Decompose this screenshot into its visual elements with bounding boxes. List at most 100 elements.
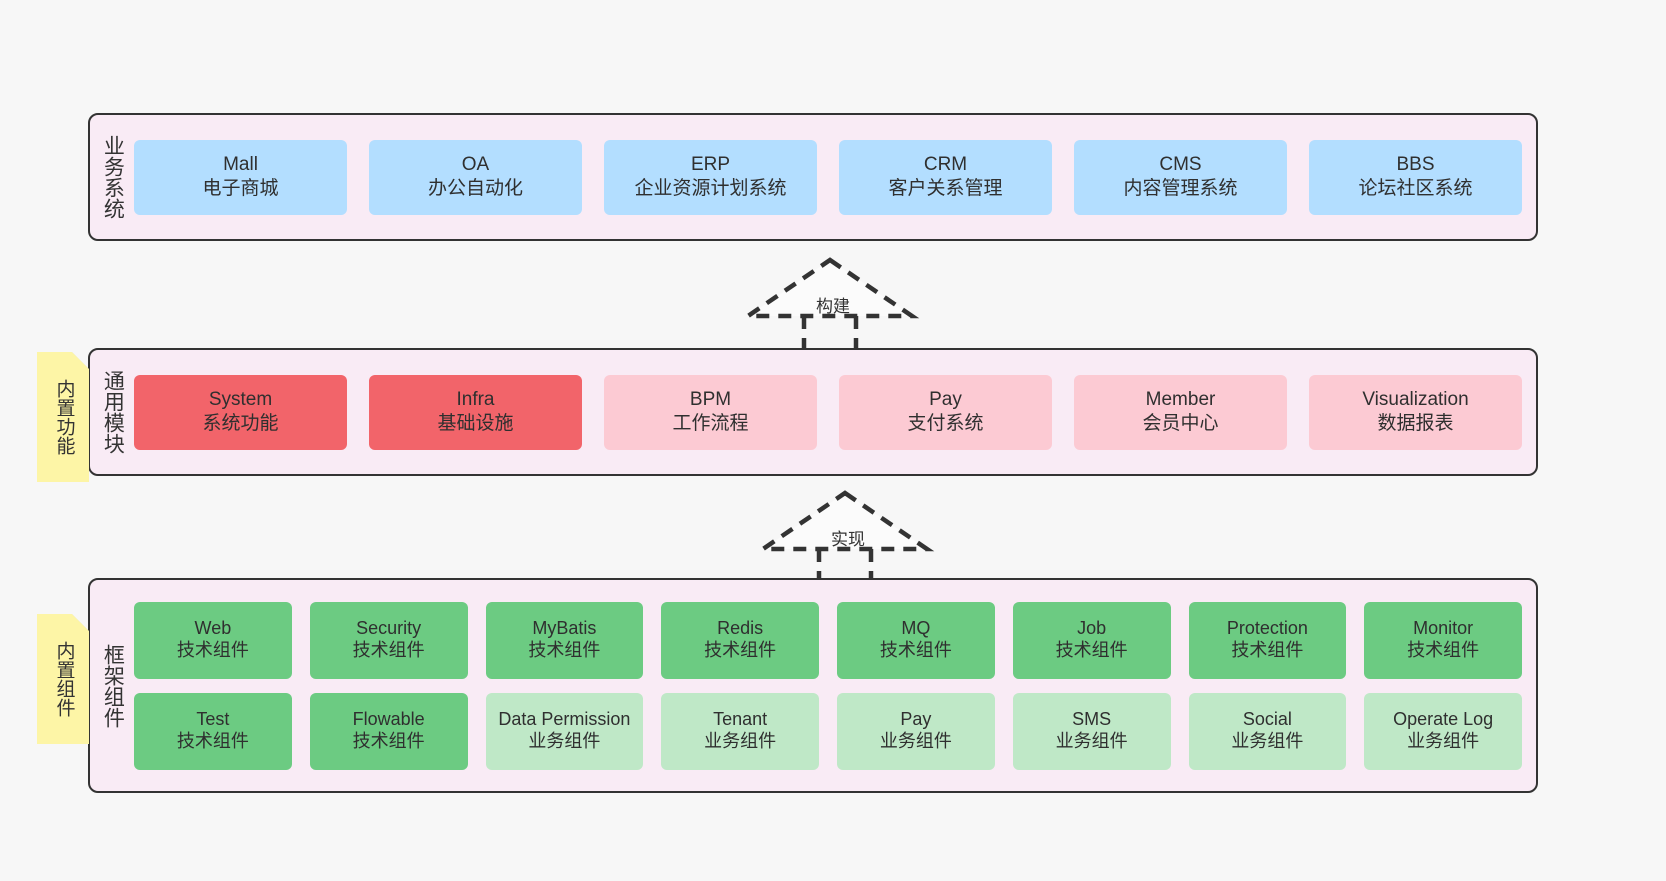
box-title: Redis (717, 618, 764, 639)
box-mybatis[interactable]: MyBatis 技术组件 (485, 601, 644, 679)
box-subtitle: 办公自动化 (427, 178, 523, 199)
layer-framework-components: 框架组件 Web 技术组件 Security 技术组件 MyBatis 技术组件… (88, 578, 1538, 793)
box-redis[interactable]: Redis 技术组件 (661, 601, 819, 679)
box-bbs[interactable]: BBS 论坛社区系统 (1309, 139, 1522, 215)
box-subtitle: 技术组件 (176, 731, 249, 751)
box-subtitle: 系统功能 (202, 413, 279, 434)
box-title: SMS (1072, 709, 1112, 730)
box-title: Protection (1226, 618, 1308, 639)
box-title: ERP (690, 153, 731, 175)
box-title: Tenant (713, 709, 768, 730)
box-title: CRM (923, 153, 968, 175)
note-label: 内置功能 (53, 379, 75, 455)
box-pay-component[interactable]: Pay 业务组件 (837, 692, 995, 770)
box-mall[interactable]: Mall 电子商城 (134, 139, 347, 215)
box-subtitle: 业务组件 (1231, 731, 1304, 751)
box-subtitle: 技术组件 (704, 640, 777, 660)
box-bpm[interactable]: BPM 工作流程 (604, 374, 817, 450)
box-subtitle: 基础设施 (437, 413, 514, 434)
layer-body-common-modules: System 系统功能 Infra 基础设施 BPM 工作流程 Pay 支付系统… (134, 350, 1536, 474)
box-erp[interactable]: ERP 企业资源计划系统 (604, 139, 817, 215)
box-subtitle: 技术组件 (879, 640, 952, 660)
box-web[interactable]: Web 技术组件 (134, 601, 292, 679)
box-data-permission[interactable]: Data Permission 业务组件 (485, 692, 644, 770)
box-subtitle: 支付系统 (907, 413, 984, 434)
box-title: MyBatis (532, 618, 597, 639)
box-cms[interactable]: CMS 内容管理系统 (1074, 139, 1287, 215)
box-title: Flowable (352, 709, 425, 730)
box-title: BBS (1396, 153, 1435, 175)
box-pay-module[interactable]: Pay 支付系统 (839, 374, 1052, 450)
connector-build: 构建 (740, 254, 922, 354)
box-subtitle: 会员中心 (1142, 413, 1219, 434)
box-title: Test (196, 709, 230, 730)
box-title: Job (1077, 618, 1107, 639)
box-title: MQ (901, 618, 931, 639)
box-crm[interactable]: CRM 客户关系管理 (839, 139, 1052, 215)
box-subtitle: 业务组件 (1055, 731, 1128, 751)
box-subtitle: 技术组件 (528, 640, 601, 660)
box-title: Operate Log (1393, 709, 1494, 730)
box-job[interactable]: Job 技术组件 (1012, 601, 1171, 679)
box-title: Pay (929, 388, 962, 410)
box-title: Visualization (1362, 388, 1469, 410)
box-social[interactable]: Social 业务组件 (1188, 692, 1347, 770)
layer-label-common-modules: 通用模块 (101, 370, 125, 454)
box-title: BPM (689, 388, 732, 410)
box-title: OA (461, 153, 490, 175)
box-test[interactable]: Test 技术组件 (134, 692, 292, 770)
layer-label-framework-components: 框架组件 (101, 643, 125, 728)
box-subtitle: 内容管理系统 (1123, 178, 1238, 199)
box-title: Infra (456, 388, 495, 410)
note-builtin-function: 内置功能 (37, 352, 89, 482)
layer-business-systems: 业务系统 Mall 电子商城 OA 办公自动化 ERP 企业资源计划系统 CRM… (88, 113, 1538, 241)
box-subtitle: 数据报表 (1377, 413, 1454, 434)
box-visualization[interactable]: Visualization 数据报表 (1309, 374, 1522, 450)
connector-implement: 实现 (755, 487, 937, 587)
box-title: System (208, 388, 273, 410)
box-row: Web 技术组件 Security 技术组件 MyBatis 技术组件 Redi… (134, 601, 1522, 679)
connector-label-implement: 实现 (831, 530, 865, 549)
note-builtin-component: 内置组件 (37, 614, 89, 744)
box-subtitle: 技术组件 (352, 640, 425, 660)
box-title: Web (194, 618, 232, 639)
connector-label-build: 构建 (816, 297, 850, 316)
box-subtitle: 技术组件 (1231, 640, 1304, 660)
layer-label-business-systems: 业务系统 (101, 135, 125, 219)
box-system[interactable]: System 系统功能 (134, 374, 347, 450)
box-subtitle: 工作流程 (672, 413, 749, 434)
box-title: CMS (1159, 153, 1202, 175)
layer-common-modules: 通用模块 System 系统功能 Infra 基础设施 BPM 工作流程 Pay… (88, 348, 1538, 476)
box-subtitle: 电子商城 (202, 178, 279, 199)
box-protection[interactable]: Protection 技术组件 (1188, 601, 1347, 679)
box-mq[interactable]: MQ 技术组件 (837, 601, 995, 679)
box-operate-log[interactable]: Operate Log 业务组件 (1364, 692, 1522, 770)
box-monitor[interactable]: Monitor 技术组件 (1364, 601, 1522, 679)
box-row: Test 技术组件 Flowable 技术组件 Data Permission … (134, 692, 1522, 770)
box-title: Security (356, 618, 422, 639)
box-subtitle: 技术组件 (1407, 640, 1480, 660)
note-fold-corner-icon (72, 614, 89, 631)
box-title: Member (1145, 388, 1216, 410)
box-infra[interactable]: Infra 基础设施 (369, 374, 582, 450)
box-title: Mall (223, 153, 258, 175)
note-label: 内置组件 (53, 641, 75, 717)
box-row: Mall 电子商城 OA 办公自动化 ERP 企业资源计划系统 CRM 客户关系… (134, 139, 1522, 215)
box-member[interactable]: Member 会员中心 (1074, 374, 1287, 450)
box-subtitle: 业务组件 (528, 731, 601, 751)
box-security[interactable]: Security 技术组件 (309, 601, 468, 679)
box-subtitle: 业务组件 (704, 731, 777, 751)
box-subtitle: 技术组件 (176, 640, 249, 660)
box-flowable[interactable]: Flowable 技术组件 (309, 692, 468, 770)
box-oa[interactable]: OA 办公自动化 (369, 139, 582, 215)
box-tenant[interactable]: Tenant 业务组件 (661, 692, 819, 770)
box-subtitle: 技术组件 (352, 731, 425, 751)
box-subtitle: 论坛社区系统 (1358, 178, 1473, 199)
note-fold-corner-icon (72, 352, 89, 369)
box-title: Social (1242, 709, 1292, 730)
box-subtitle: 客户关系管理 (888, 178, 1003, 199)
box-sms[interactable]: SMS 业务组件 (1012, 692, 1171, 770)
box-row: System 系统功能 Infra 基础设施 BPM 工作流程 Pay 支付系统… (134, 374, 1522, 450)
box-title: Data Permission (498, 709, 631, 730)
